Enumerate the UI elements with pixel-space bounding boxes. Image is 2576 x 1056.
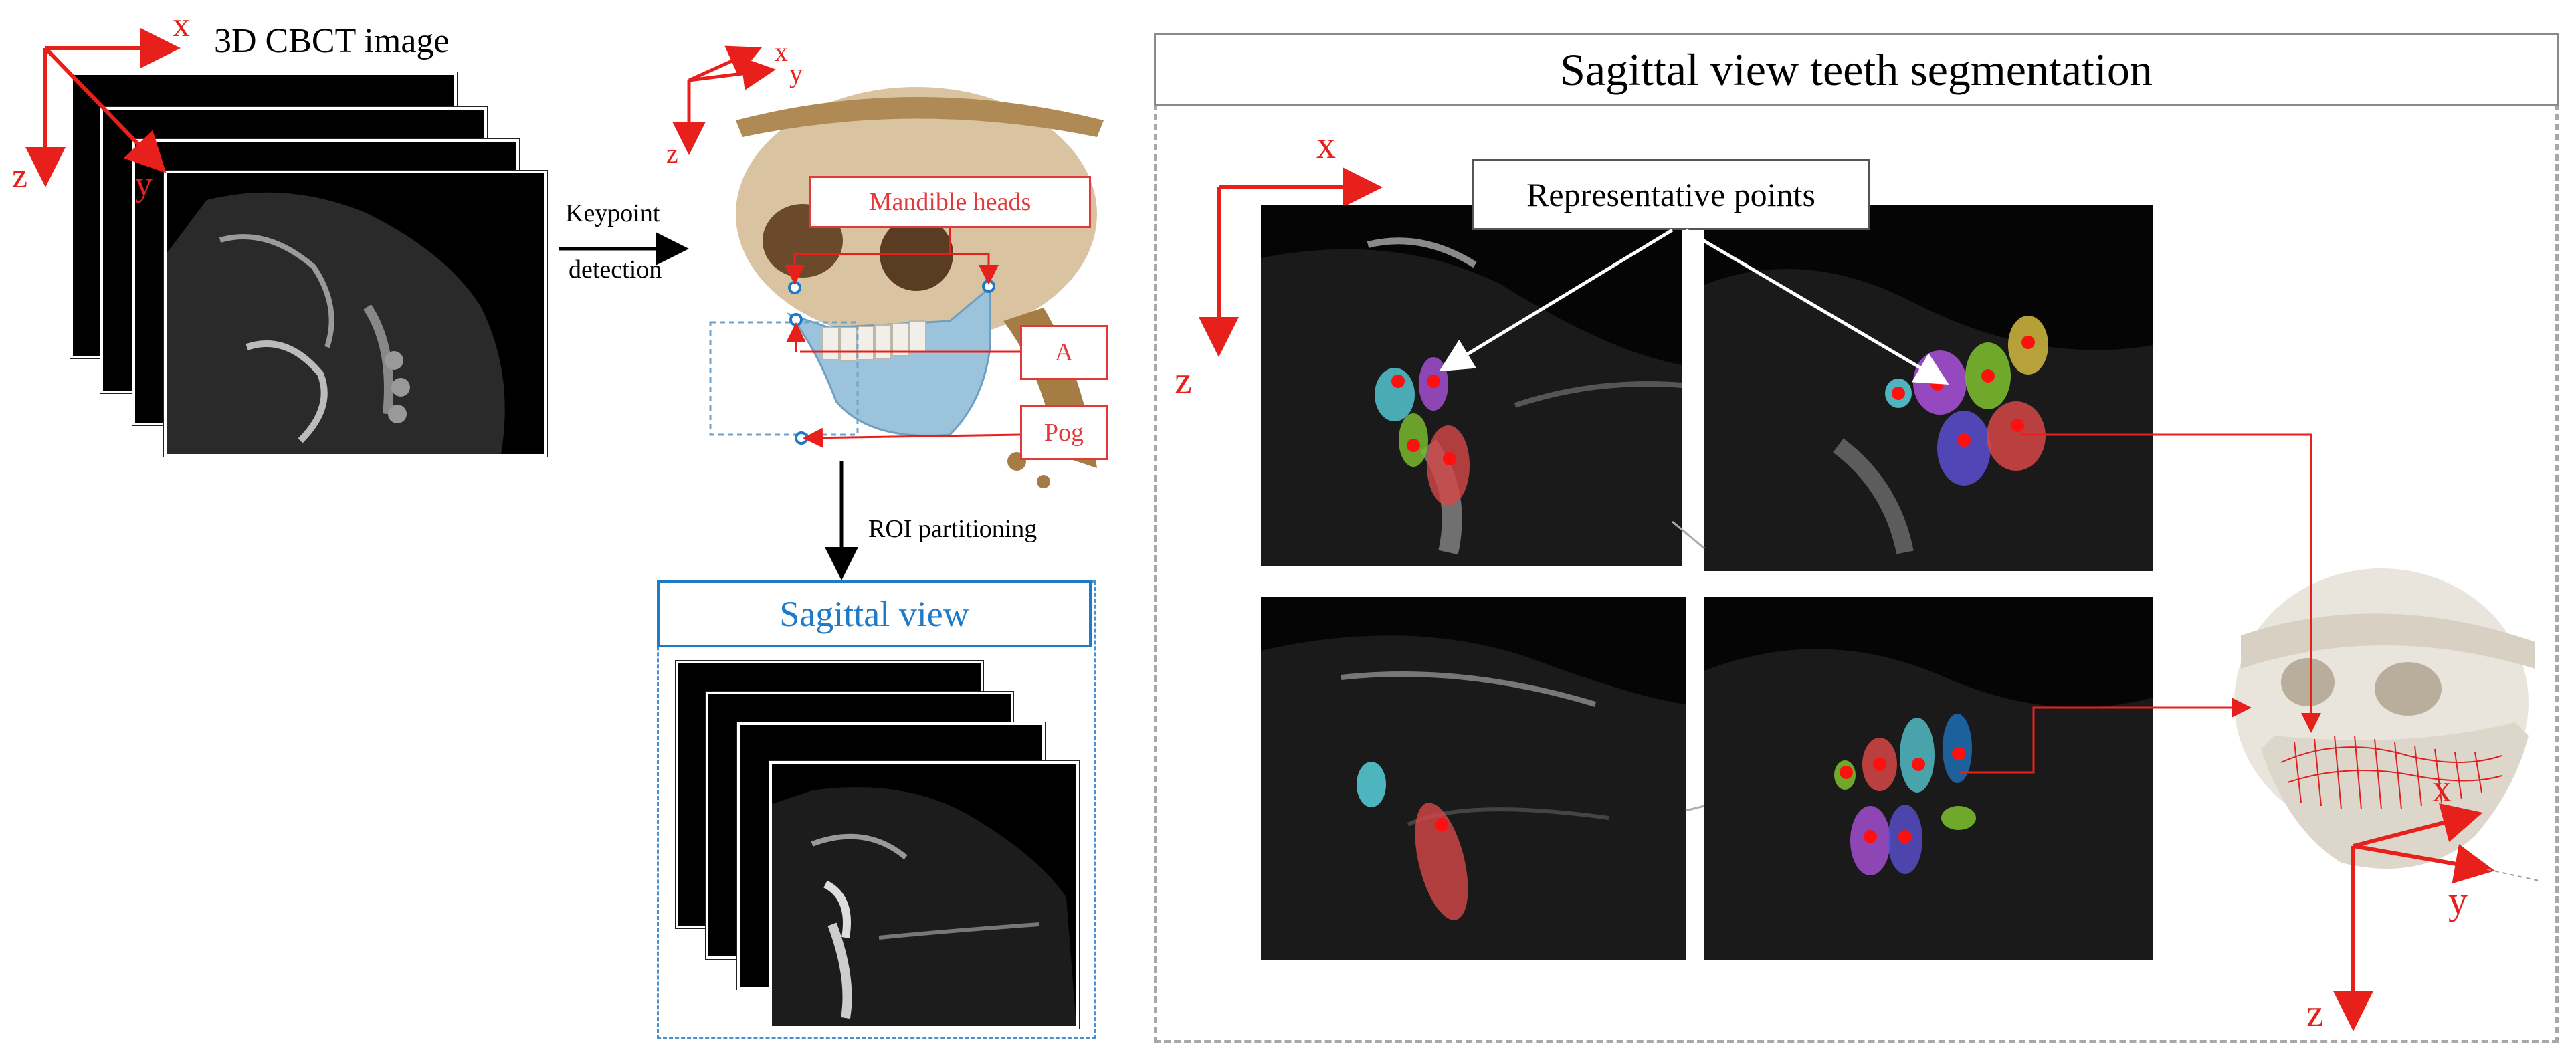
seg-axis-z-label: z: [1175, 358, 1192, 402]
representative-points-box: Representative points: [1472, 159, 1870, 230]
seg-axis-x-label: x: [1316, 123, 1336, 167]
landmark-pog: Pog: [1020, 405, 1108, 460]
keypoint-label-line2: detection: [569, 255, 662, 284]
keypoint-label-line1: Keypoint: [565, 199, 660, 227]
segmentation-title-box: Sagittal view teeth segmentation: [1154, 33, 2559, 106]
sagittal-view-title-box: Sagittal view: [657, 580, 1092, 647]
scan-bottom-right: [1704, 597, 2153, 960]
representative-points-label: Representative points: [1526, 176, 1815, 213]
sagittal-slice-4: [769, 761, 1079, 1029]
model-axis-y-label: y: [2448, 879, 2468, 922]
scan-br-content: [1704, 649, 2153, 960]
landmark-mandible-heads: Mandible heads: [809, 176, 1091, 228]
cbct-axis-x-label: x: [173, 6, 190, 44]
cbct-head-sketch: [167, 192, 505, 454]
sagittal-view-title: Sagittal view: [779, 594, 969, 634]
cbct-axis-y-label: y: [135, 165, 153, 203]
scan-top-left: [1261, 205, 1682, 566]
cbct-slice-4: [164, 171, 547, 457]
sagittal-jaw-sketch: [772, 787, 1076, 1026]
scan-tl-content: [1261, 237, 1682, 566]
cbct-axis-z-label: z: [12, 157, 28, 195]
landmark-a: A: [1020, 325, 1108, 380]
skull-axis-y-label: y: [789, 58, 803, 88]
scan-bl-content: [1261, 635, 1686, 960]
model-axis-z-label: z: [2306, 991, 2324, 1035]
skull-axis-x-label: x: [775, 37, 788, 67]
cbct-title: 3D CBCT image: [214, 22, 450, 60]
segmentation-title: Sagittal view teeth segmentation: [1560, 43, 2153, 95]
model-axis-x-label: x: [2432, 766, 2452, 810]
roi-label: ROI partitioning: [868, 515, 1037, 543]
scan-bottom-left: [1261, 597, 1686, 960]
skull-axis-z-label: z: [666, 138, 678, 169]
